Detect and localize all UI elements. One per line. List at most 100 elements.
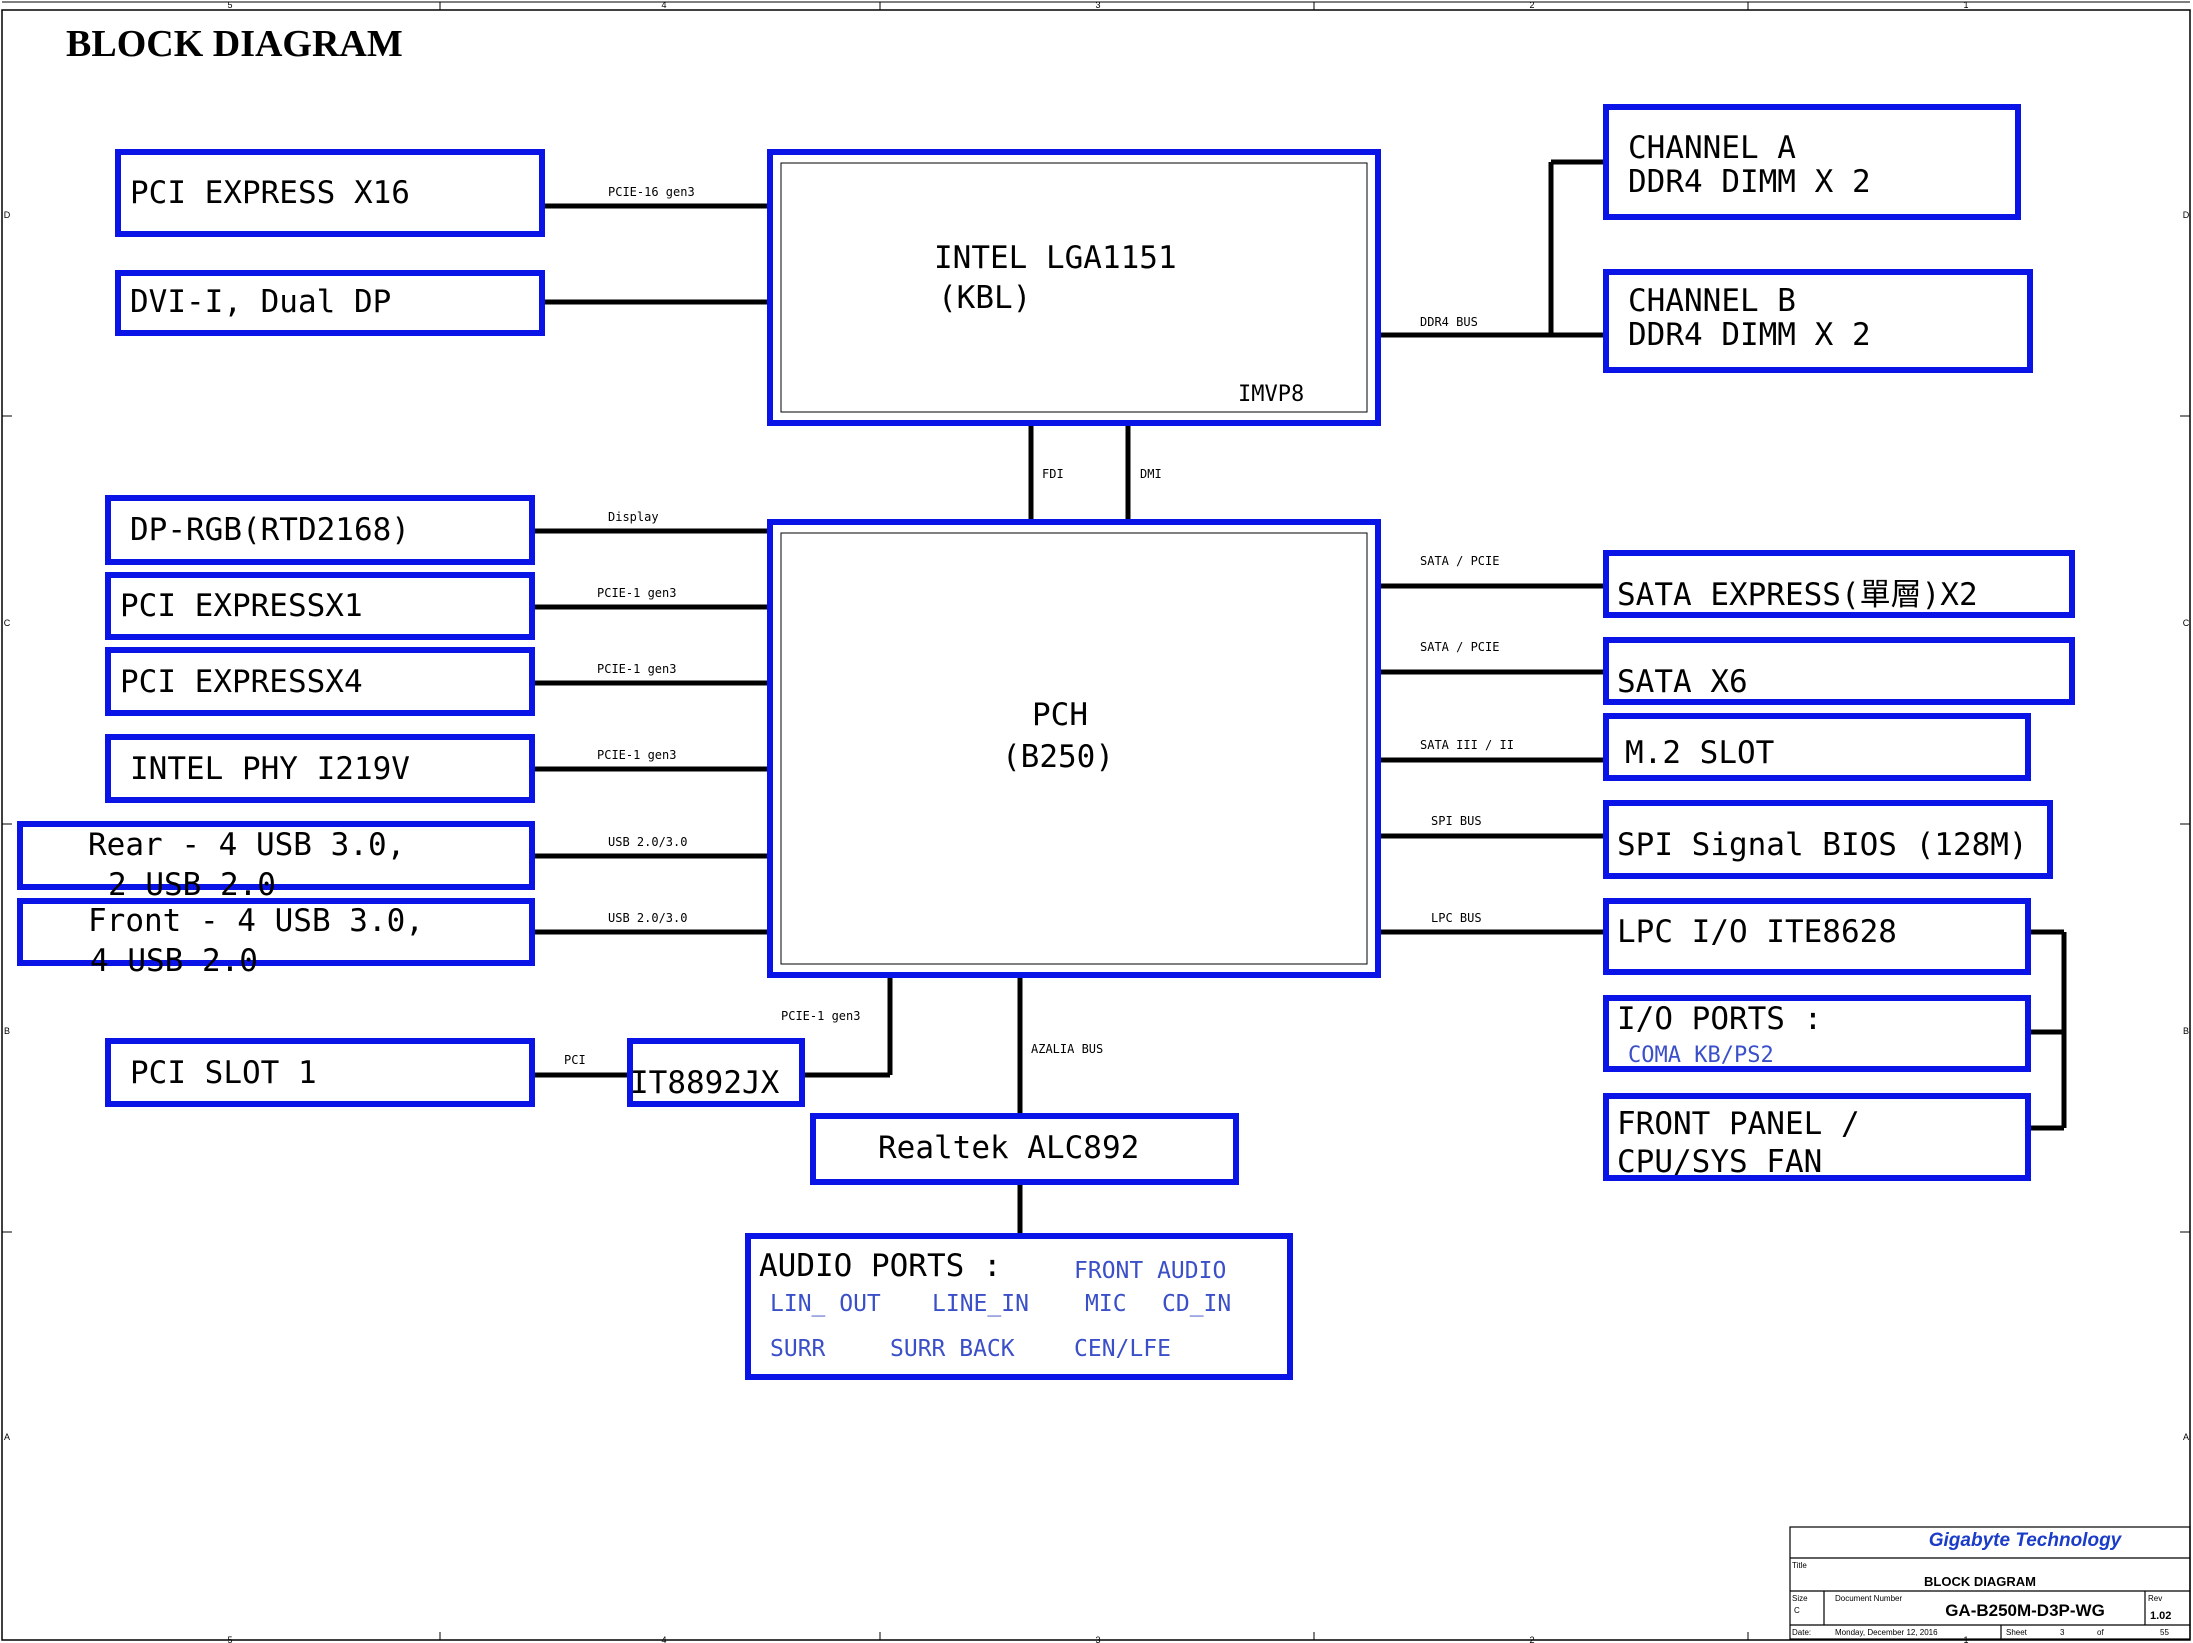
label-pcie-x1: PCI EXPRESSX1 (120, 588, 363, 624)
bus-label-pcie16: PCIE-16 gen3 (608, 185, 695, 199)
zone-label-right: C (2183, 618, 2190, 628)
audio-front: FRONT AUDIO (1074, 1258, 1226, 1284)
label-cpu-vr: IMVP8 (1238, 382, 1304, 407)
zone-label-left: B (4, 1026, 10, 1036)
bus-label-pcie1-phy: PCIE-1 gen3 (597, 748, 676, 762)
inner-frames (780, 162, 1368, 965)
bus-label-dmi: DMI (1140, 467, 1162, 481)
label-io-ports: I/O PORTS : (1617, 1001, 1822, 1037)
audio-lin-out: LIN_ OUT (770, 1291, 881, 1317)
bus-label-pci: PCI (564, 1053, 586, 1067)
box-channel-a (1603, 104, 2021, 220)
date-label: Date: (1792, 1628, 1811, 1637)
audio-port-list: FRONT AUDIO LIN_ OUT LINE_IN MIC CD_IN S… (770, 1258, 1231, 1362)
label-it8892: IT8892JX (630, 1065, 780, 1101)
label-front-usb-line1: Front - 4 USB 3.0, (88, 903, 424, 939)
box-dvi (115, 270, 545, 336)
label-sata-x6: SATA X6 (1617, 664, 1748, 700)
title-block-text: Gigabyte Technology Title BLOCK DIAGRAM … (1792, 1530, 2171, 1637)
size-label: Size (1792, 1594, 1808, 1603)
document-number: GA-B250M-D3P-WG (1945, 1601, 2105, 1620)
box-cpu (767, 149, 1381, 426)
label-pch-line1: PCH (1032, 697, 1088, 733)
zone-label-bottom: 5 (227, 1635, 232, 1643)
zone-label-right: B (2183, 1026, 2189, 1036)
audio-surr-back: SURR BACK (890, 1336, 1015, 1362)
box-pci-slot (105, 1038, 535, 1107)
label-phy: INTEL PHY I219V (130, 751, 410, 787)
pch-inner-frame (780, 532, 1368, 965)
box-audio-ports (745, 1233, 1293, 1380)
zone-label-right: A (2183, 1432, 2189, 1442)
zone-label-bottom: 4 (661, 1635, 666, 1643)
rev-label: Rev (2148, 1594, 2162, 1603)
bus-label-sata-pcie-a: SATA / PCIE (1420, 554, 1499, 568)
label-channel-b-line2: DDR4 DIMM X 2 (1628, 317, 1871, 353)
rev-value: 1.02 (2150, 1610, 2171, 1622)
label-dvi: DVI-I, Dual DP (130, 284, 391, 320)
box-spi (1603, 800, 2053, 879)
bus-label-lpc: LPC BUS (1431, 911, 1482, 925)
bus-label-usb-rear: USB 2.0/3.0 (608, 835, 687, 849)
box-pch (767, 519, 1381, 978)
zone-label-top: 5 (227, 0, 232, 10)
bus-labels: PCIE-16 gen3 DDR4 BUS FDI DMI Display PC… (564, 185, 1514, 1067)
box-pcie-x1 (105, 572, 535, 640)
audio-mic: MIC (1085, 1291, 1127, 1317)
bus-label-spi: SPI BUS (1431, 814, 1482, 828)
zone-label-bottom: 2 (1529, 1635, 1534, 1643)
title-block: Gigabyte Technology Title BLOCK DIAGRAM … (1789, 1526, 2191, 1640)
bus-connections (532, 159, 2067, 1236)
label-audio-title: AUDIO PORTS : (759, 1248, 1002, 1284)
page-title: BLOCK DIAGRAM (66, 23, 403, 65)
frame-inner (1, 9, 2191, 1641)
of-label: of (2097, 1628, 2104, 1637)
label-cpu-line1: INTEL LGA1151 (934, 240, 1177, 276)
block-labels: PCI EXPRESS X16 DVI-I, Dual DP INTEL LGA… (88, 130, 2028, 1362)
title-block-frame (1789, 1526, 2191, 1640)
zone-label-top: 4 (661, 0, 666, 10)
bus-label-pcie1-x4: PCIE-1 gen3 (597, 662, 676, 676)
zone-label-left: C (4, 618, 11, 628)
box-dp-rgb (105, 495, 535, 565)
label-pch-line2: (B250) (1002, 739, 1114, 775)
title-label: Title (1792, 1561, 1807, 1570)
box-m2 (1603, 713, 2031, 781)
label-pcie-x16: PCI EXPRESS X16 (130, 175, 410, 211)
box-phy (105, 734, 535, 803)
box-pcie-x4 (105, 647, 535, 716)
box-sata-x6 (1603, 637, 2075, 705)
label-spi: SPI Signal BIOS (128M) (1617, 827, 2028, 863)
box-it8892 (627, 1038, 805, 1107)
label-m2: M.2 SLOT (1625, 735, 1774, 771)
docnum-label: Document Number (1835, 1594, 1902, 1603)
zone-label-top: 3 (1095, 0, 1100, 10)
company-name: Gigabyte Technology (1929, 1530, 2123, 1551)
box-realtek (810, 1113, 1239, 1185)
audio-line-in: LINE_IN (932, 1291, 1029, 1317)
title-value: BLOCK DIAGRAM (1924, 1574, 2036, 1589)
bus-label-azalia: AZALIA BUS (1031, 1042, 1103, 1056)
box-front-usb (17, 898, 535, 966)
bus-label-sata3: SATA III / II (1420, 738, 1514, 752)
bus-label-usb-front: USB 2.0/3.0 (608, 911, 687, 925)
box-channel-b (1603, 269, 2033, 373)
label-pcie-x4: PCI EXPRESSX4 (120, 664, 363, 700)
label-cpu-line2: (KBL) (938, 280, 1031, 316)
title-block-grid (1789, 1526, 2191, 1640)
date-value: Monday, December 12, 2016 (1835, 1628, 1938, 1637)
zone-label-left: D (4, 210, 11, 220)
audio-surr: SURR (770, 1336, 826, 1362)
label-realtek: Realtek ALC892 (878, 1130, 1139, 1166)
zone-label-left: A (4, 1432, 10, 1442)
label-channel-a-line1: CHANNEL A (1628, 130, 1796, 166)
label-channel-b-line1: CHANNEL B (1628, 283, 1796, 319)
size-value: C (1794, 1606, 1800, 1615)
box-pcie-x16 (115, 149, 545, 237)
label-dp-rgb: DP-RGB(RTD2168) (130, 512, 410, 548)
bus-label-sata-pcie-b: SATA / PCIE (1420, 640, 1499, 654)
box-rear-usb (17, 821, 535, 890)
box-lpc (1603, 898, 2031, 975)
